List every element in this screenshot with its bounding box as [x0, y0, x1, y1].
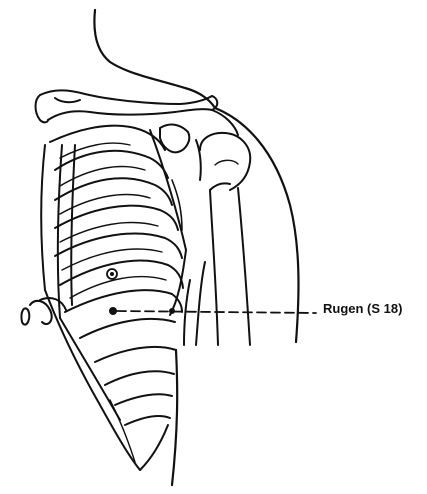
clavicle [36, 90, 218, 122]
rib-cage [41, 126, 183, 470]
rugen-point [109, 307, 117, 315]
neck-outline [94, 10, 215, 108]
shoulder-outline [215, 108, 298, 342]
flank-outline [172, 350, 177, 485]
humerus [200, 133, 250, 345]
axilla-lines [184, 262, 205, 345]
callout-leader-line [117, 311, 316, 313]
rugen-label: Rugen (S 18) [323, 301, 402, 317]
